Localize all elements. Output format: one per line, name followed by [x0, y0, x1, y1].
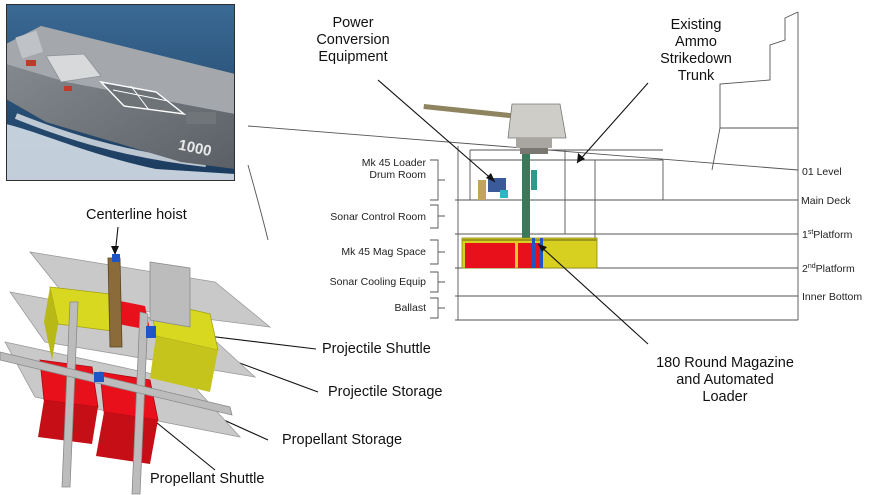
room-drum-room: Mk 45 Loader Drum Room — [326, 157, 426, 181]
hull-number: 1000 — [177, 137, 213, 161]
level-2nd-platform-num: 2 — [802, 263, 808, 275]
level-inner-bottom: Inner Bottom — [802, 291, 863, 303]
ship-photo: 1000 — [6, 4, 235, 181]
callout-projectile-shuttle: Projectile Shuttle — [322, 341, 431, 357]
level-1st-platform-sup: st — [807, 229, 814, 236]
callout-power-conversion-line3: Equipment — [318, 49, 388, 65]
level-1st-platform-text: Platform — [813, 229, 853, 241]
room-sonar-cooling: Sonar Cooling Equip — [329, 276, 426, 288]
room-sonar-control: Sonar Control Room — [330, 211, 426, 223]
callout-strikedown-line3: Strikedown — [660, 51, 732, 67]
callout-power-conversion-line2: Conversion — [316, 32, 390, 48]
room-mag-space: Mk 45 Mag Space — [341, 246, 426, 258]
level-2nd-platform-sup: nd — [807, 263, 816, 270]
level-2nd-platform-text: Platform — [815, 263, 855, 275]
callout-magazine-line2: and Automated — [676, 372, 774, 388]
room-drum-room-line2: Drum Room — [369, 169, 426, 181]
callout-magazine-line1: 180 Round Magazine — [656, 355, 794, 371]
centerline-hoist-mast — [107, 257, 123, 348]
room-ballast: Ballast — [394, 302, 426, 314]
level-1st-platform: 1stPlatform — [802, 229, 852, 241]
callout-propellant-shuttle: Propellant Shuttle — [150, 471, 265, 487]
callout-strikedown: Existing Ammo Strikedown Trunk — [640, 17, 752, 85]
callout-magazine-line3: Loader — [702, 389, 748, 405]
callout-strikedown-line4: Trunk — [677, 68, 715, 84]
propellant-shuttle — [94, 372, 104, 382]
callout-propellant-storage: Propellant Storage — [282, 432, 403, 448]
callout-strikedown-line1: Existing — [670, 17, 722, 33]
level-1st-platform-num: 1 — [802, 229, 808, 241]
callout-power-conversion-line1: Power — [332, 15, 374, 31]
magazine-isometric — [0, 251, 272, 495]
callout-magazine: 180 Round Magazine and Automated Loader — [630, 355, 820, 406]
callout-strikedown-line2: Ammo — [675, 34, 717, 50]
callout-power-conversion: Power Conversion Equipment — [303, 15, 403, 66]
level-01: 01 Level — [802, 166, 842, 178]
room-drum-room-line1: Mk 45 Loader — [361, 157, 426, 169]
magazine-red-right — [518, 243, 542, 268]
level-main-deck: Main Deck — [801, 195, 851, 207]
projectile-shuttle — [146, 326, 156, 338]
magazine-red-left — [465, 243, 515, 268]
callout-centerline-hoist: Centerline hoist — [86, 207, 187, 223]
power-conversion-box — [488, 178, 506, 192]
callout-projectile-storage: Projectile Storage — [328, 384, 443, 400]
level-2nd-platform: 2ndPlatform — [802, 263, 855, 275]
